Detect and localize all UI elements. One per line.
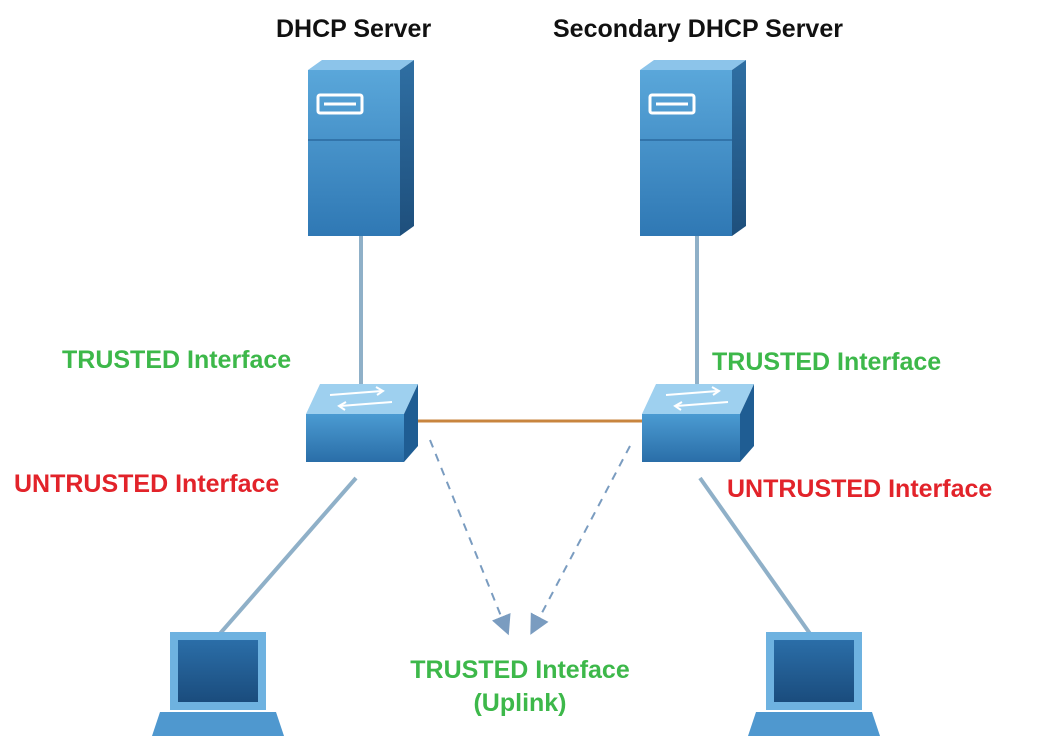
laptop-icon [152, 632, 284, 736]
right-trusted-label: TRUSTED Interface [712, 348, 942, 376]
uplink-arrow-right [530, 445, 631, 635]
secondary-server-title: Secondary DHCP Server [553, 15, 843, 43]
uplink-label-line2: (Uplink) [473, 688, 567, 717]
switch-icon [306, 384, 418, 462]
laptop-icon [748, 632, 880, 736]
access-link-left [208, 476, 358, 647]
left-untrusted-label: UNTRUSTED Interface [14, 470, 280, 498]
uplink-label-line1: TRUSTED Inteface [410, 656, 630, 684]
switch-icon [642, 384, 754, 462]
right-untrusted-label: UNTRUSTED Interface [727, 475, 993, 503]
uplink-label: TRUSTED Inteface (Uplink) [380, 654, 660, 719]
left-trusted-label: TRUSTED Interface [62, 346, 292, 374]
server-icon [308, 60, 414, 236]
primary-server-title: DHCP Server [276, 15, 432, 43]
access-link-right [698, 476, 820, 647]
server-icon [640, 60, 746, 236]
uplink-arrow-left [429, 439, 511, 636]
